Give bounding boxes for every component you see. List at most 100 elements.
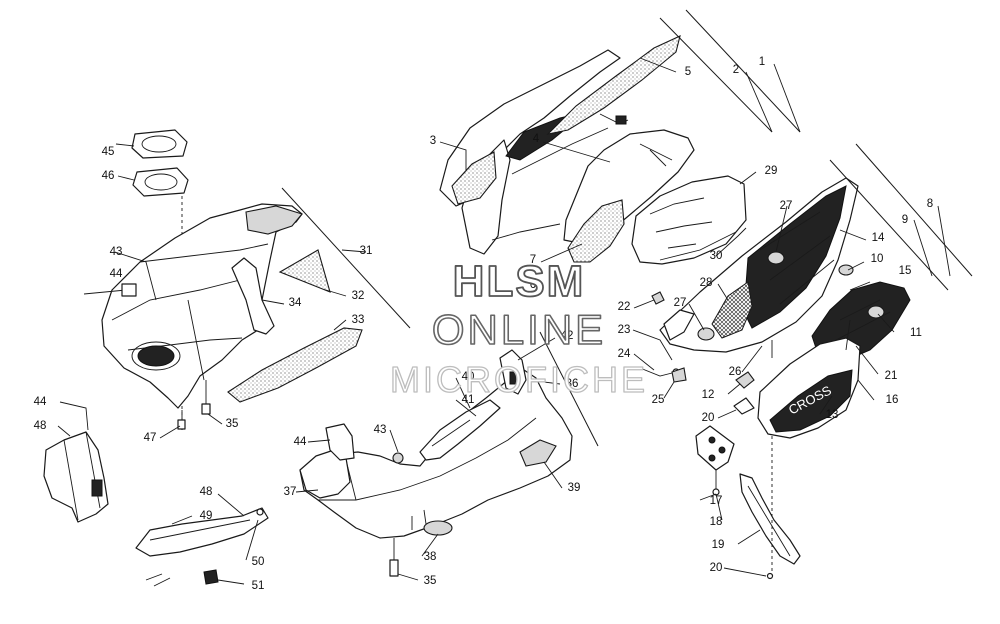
callout-32: 32 [352, 290, 365, 302]
callout-34: 34 [289, 297, 302, 309]
callout-35a: 35 [226, 418, 239, 430]
callout-12: 12 [702, 389, 715, 401]
callout-49: 49 [200, 510, 213, 522]
callout-labels: 1 2 3 4 5 6 7 8 9 10 11 12 13 14 15 16 1… [34, 56, 934, 592]
decal-14 [743, 185, 847, 329]
callout-48b: 48 [200, 486, 213, 498]
console-opening [137, 345, 175, 367]
gasket-45 [131, 129, 188, 159]
callout-17: 17 [710, 495, 723, 507]
callout-10: 10 [871, 253, 884, 265]
callout-41: 41 [462, 394, 475, 406]
watermark: HLSM ONLINE MICROFICHE [389, 256, 648, 401]
bracket-43 [325, 423, 355, 461]
callout-1: 1 [759, 56, 765, 68]
gasket-46-hole [144, 173, 178, 191]
callout-44a: 44 [110, 268, 123, 280]
callout-14: 14 [872, 232, 885, 244]
clip-25 [671, 367, 687, 383]
callout-48a: 48 [34, 420, 47, 432]
callout-46: 46 [102, 170, 115, 182]
belly-pan-left-plate [299, 449, 351, 499]
grommet-15 [867, 305, 885, 319]
callout-29: 29 [765, 165, 778, 177]
foam-pad-32 [278, 249, 331, 293]
grommet-10 [838, 264, 854, 276]
grommet-27b [697, 327, 715, 341]
callout-22: 22 [618, 301, 631, 313]
watermark-line-1: HLSM [453, 257, 586, 306]
callout-21: 21 [885, 370, 898, 382]
callout-51: 51 [252, 580, 265, 592]
callout-2: 2 [733, 64, 739, 76]
callout-6: 6 [530, 279, 536, 291]
callout-37: 37 [284, 486, 297, 498]
callout-5: 5 [685, 66, 691, 78]
cable-24 [639, 367, 677, 377]
callout-43b: 43 [110, 246, 123, 258]
callout-44b: 44 [294, 436, 307, 448]
grommet-43 [392, 452, 404, 464]
callout-15: 15 [899, 265, 912, 277]
callout-8: 8 [927, 198, 933, 210]
decal-16 [769, 369, 853, 433]
callout-45: 45 [102, 146, 115, 158]
callout-25: 25 [652, 394, 665, 406]
callout-36: 36 [566, 378, 579, 390]
callout-27a: 27 [780, 200, 793, 212]
vent-38 [423, 520, 453, 536]
callout-9: 9 [902, 214, 908, 226]
plate-17 [695, 425, 735, 471]
rivet-22 [651, 291, 665, 305]
vent-39 [519, 439, 557, 467]
callout-24: 24 [618, 348, 631, 360]
callout-18: 18 [710, 516, 723, 528]
callout-23: 23 [618, 324, 631, 336]
left-console-group [43, 129, 411, 587]
callout-28: 28 [700, 277, 713, 289]
lower-trim-49 [135, 507, 269, 557]
callout-30: 30 [710, 250, 723, 262]
callout-7: 7 [530, 254, 536, 266]
callout-20b: 20 [710, 562, 723, 574]
watermark-line-2: ONLINE [432, 306, 606, 353]
callout-40: 40 [462, 371, 475, 383]
bracket-34 [231, 257, 275, 335]
callout-20a: 20 [702, 412, 715, 424]
foam-panel-6 [567, 199, 625, 263]
callout-13: 13 [826, 409, 839, 421]
clip-12 [735, 371, 755, 389]
grommet-27a [767, 251, 785, 265]
callout-47: 47 [144, 432, 157, 444]
callout-42: 42 [561, 330, 574, 342]
bumper-40-41 [419, 399, 501, 461]
mesh-28 [711, 281, 753, 339]
callout-44c: 44 [34, 396, 47, 408]
gasket-45-hole [141, 135, 177, 153]
callout-26: 26 [729, 366, 742, 378]
callout-33: 33 [352, 314, 365, 326]
side-cover-48 [43, 431, 109, 523]
fastener-50 [256, 508, 264, 516]
trim-strip-19 [739, 473, 801, 565]
callout-3: 3 [430, 135, 436, 147]
callout-43a: 43 [374, 424, 387, 436]
gasket-46 [132, 167, 189, 197]
callout-19: 19 [712, 539, 725, 551]
strap-23 [663, 309, 695, 341]
clip-20a [733, 397, 755, 415]
leader-lines [57, 57, 951, 585]
plug-51 [203, 569, 219, 585]
callout-50: 50 [252, 556, 265, 568]
callout-35b: 35 [424, 575, 437, 587]
callout-38: 38 [424, 551, 437, 563]
console-top-cap [245, 205, 303, 235]
hood-side-foam [451, 151, 497, 205]
callout-39: 39 [568, 482, 581, 494]
callout-11: 11 [910, 327, 922, 339]
callout-31: 31 [360, 245, 373, 257]
foam-pad-33 [227, 327, 363, 403]
callout-27b: 27 [674, 297, 687, 309]
watermark-line-3: MICROFICHE [390, 359, 648, 400]
